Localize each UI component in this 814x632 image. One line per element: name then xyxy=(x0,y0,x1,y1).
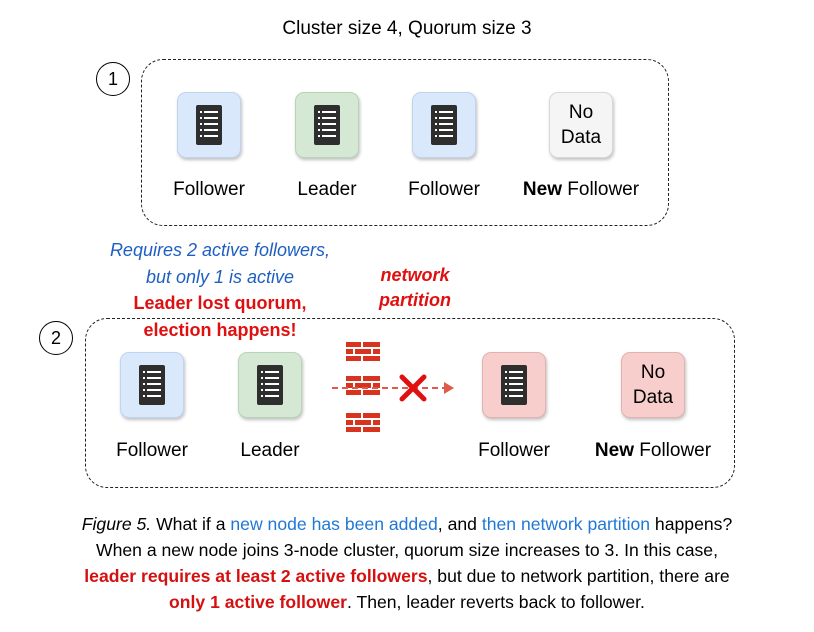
follower-word: Follower xyxy=(562,179,640,200)
new-word: New xyxy=(522,179,562,200)
no-data-text-2: Data xyxy=(560,127,602,148)
caption-highlight-red: leader requires at least 2 active follow… xyxy=(84,566,428,586)
cluster-step-1 xyxy=(141,59,669,226)
election-note-line-2: election happens! xyxy=(143,320,297,340)
server-icon xyxy=(431,105,457,145)
caption-highlight-red: only 1 active follower xyxy=(169,592,347,612)
caption-line-1: Figure 5. What if a new node has been ad… xyxy=(0,511,814,537)
step-2-marker: 2 xyxy=(39,321,73,355)
server-icon xyxy=(314,105,340,145)
caption-line-4: only 1 active follower. Then, leader rev… xyxy=(0,589,814,615)
cluster-step-2 xyxy=(85,318,735,488)
step1-follower-1-label: Follower xyxy=(173,179,245,200)
step1-leader-label: Leader xyxy=(297,179,357,200)
step2-leader-label: Leader xyxy=(240,440,300,461)
quorum-note-line-2: but only 1 is active xyxy=(145,267,295,287)
step2-follower-1-node xyxy=(120,352,184,418)
step2-partitioned-follower-label: Follower xyxy=(478,440,550,461)
no-data-text-1: No xyxy=(640,362,666,383)
follower-word: Follower xyxy=(634,440,712,461)
caption-text: . Then, leader reverts back to follower. xyxy=(347,592,645,612)
caption-text: , but due to network partition, there ar… xyxy=(427,566,730,586)
caption-text: , and xyxy=(437,514,482,534)
caption-line-3: leader requires at least 2 active follow… xyxy=(0,563,814,589)
diagram-title: Cluster size 4, Quorum size 3 xyxy=(282,18,532,39)
caption-highlight-blue: new node has been added xyxy=(230,514,438,534)
step-1-marker: 1 xyxy=(96,62,130,96)
step1-new-follower-label: New Follower xyxy=(511,179,651,201)
step2-partitioned-follower-node xyxy=(482,352,546,418)
step1-follower-2-label: Follower xyxy=(408,179,480,200)
new-word: New xyxy=(594,440,634,461)
election-note-line-1: Leader lost quorum, xyxy=(133,293,307,313)
caption-text: What if a xyxy=(151,514,231,534)
caption-highlight-blue: then network partition xyxy=(481,514,651,534)
firewall-icon xyxy=(346,342,380,432)
no-data-text-1: No xyxy=(568,102,594,123)
caption-line-2: When a new node joins 3-node cluster, qu… xyxy=(96,540,718,560)
no-data-text-2: Data xyxy=(632,387,674,408)
server-icon xyxy=(196,105,222,145)
server-icon xyxy=(139,365,165,405)
quorum-note-line-1: Requires 2 active followers, xyxy=(109,240,331,260)
quorum-note: Requires 2 active followers, but only 1 … xyxy=(60,237,380,291)
server-icon xyxy=(501,365,527,405)
step1-leader-node xyxy=(295,92,359,158)
caption-text: happens? xyxy=(650,514,733,534)
step2-new-node: No Data xyxy=(621,352,685,418)
step1-follower-2-node xyxy=(412,92,476,158)
partition-note-line-2: partition xyxy=(379,290,451,310)
blocked-arrow-icon xyxy=(332,374,454,402)
figure-caption: Figure 5. What if a new node has been ad… xyxy=(0,511,814,615)
server-icon xyxy=(257,365,283,405)
step2-follower-1-label: Follower xyxy=(116,440,188,461)
election-note: Leader lost quorum, election happens! xyxy=(60,290,380,344)
figure-label: Figure 5. xyxy=(81,514,152,534)
partition-note: network partition xyxy=(350,263,480,313)
step2-new-follower-label: New Follower xyxy=(583,440,723,462)
network-partition-graphic xyxy=(332,342,454,432)
step1-follower-1-node xyxy=(177,92,241,158)
partition-note-line-1: network xyxy=(380,265,450,285)
step1-new-node: No Data xyxy=(549,92,613,158)
step2-leader-node xyxy=(238,352,302,418)
